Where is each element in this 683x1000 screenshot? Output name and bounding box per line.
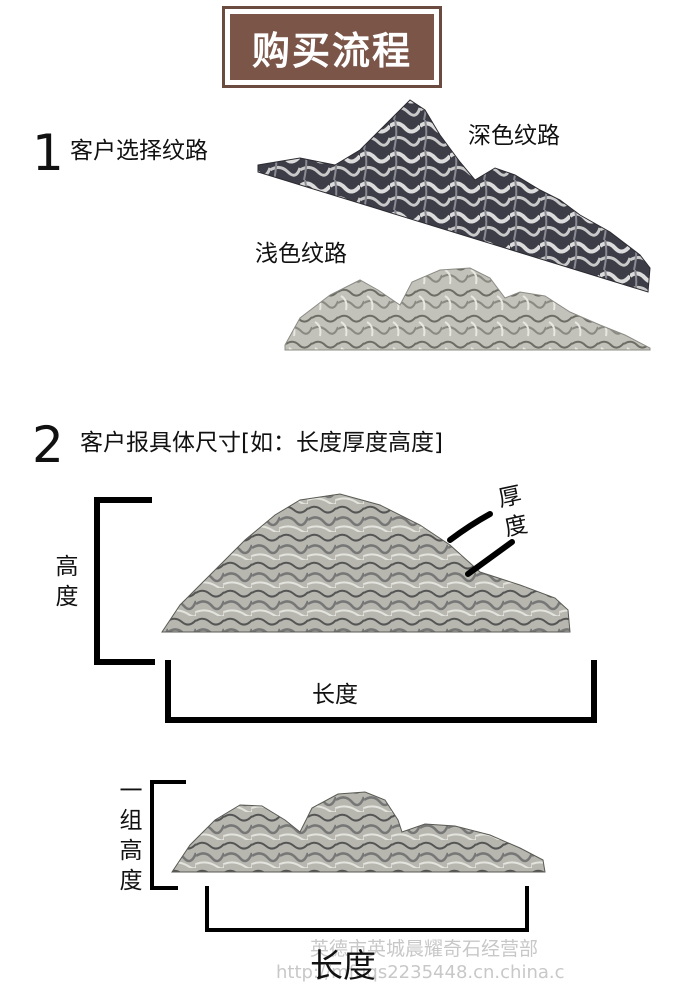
group-length-bracket (205, 886, 529, 932)
watermark-url: http://mfuqs2235448.cn.china.c (276, 962, 565, 983)
step-1-number: 1 (32, 124, 64, 182)
thickness-mark-top (447, 511, 493, 543)
dark-stone-image (257, 99, 651, 293)
length-bracket (165, 660, 597, 723)
step-2-text: 客户报具体尺寸[如：长度厚度高度] (80, 430, 443, 456)
step-2-number: 2 (32, 416, 64, 474)
page-title: 购买流程 (230, 14, 434, 80)
group-length-label: 长度 (310, 946, 376, 985)
group-height-bracket (150, 780, 186, 890)
height-bracket (94, 497, 155, 665)
watermark-shop: 英德市英城晨耀奇石经营部 (310, 938, 539, 960)
light-texture-label: 浅色纹路 (255, 241, 347, 267)
dark-texture-label: 深色纹路 (468, 123, 560, 149)
light-stone-group-image (284, 267, 651, 351)
thickness-mark-bottom (465, 539, 515, 577)
length-label: 长度 (312, 682, 358, 708)
group-stone-image (171, 791, 546, 873)
group-height-label: 一组高度 (119, 778, 143, 894)
step-1-text: 客户选择纹路 (70, 138, 208, 164)
large-stone-image (161, 493, 571, 633)
title-box: 购买流程 (222, 6, 442, 88)
height-label: 高度 (55, 554, 79, 610)
